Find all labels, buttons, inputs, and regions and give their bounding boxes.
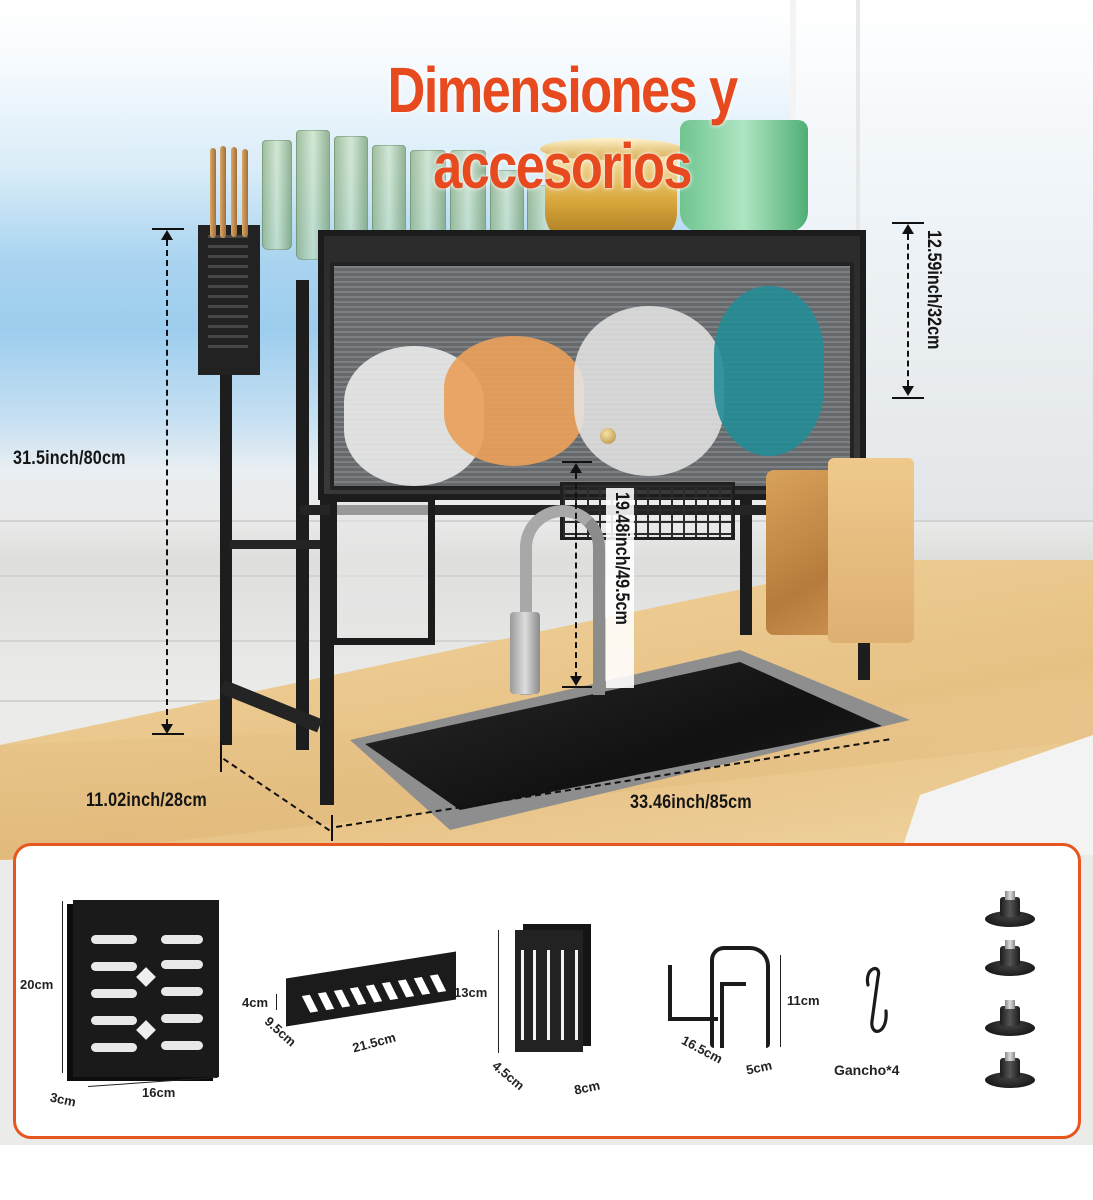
faucet-body [510,612,540,694]
dim-line-total-height [166,240,168,725]
arrow-up-icon [902,224,914,234]
green-pot [680,120,808,232]
dim-arrow [276,994,277,1010]
rack-leg-left-back [220,255,232,745]
dim-height-label: 20cm [20,977,54,992]
chopstick [242,149,248,237]
knife-holder [330,495,435,645]
wall-tile-line [0,575,1093,577]
dim-line-clearance-height [575,473,577,678]
rack-leg-left-front [296,280,309,750]
white-plates-back [574,306,724,476]
teal-plates [714,286,824,456]
dim-label-backdrop [606,488,634,688]
dim-height-label: 11cm [787,993,820,1008]
s-hook-label: Gancho*4 [834,1062,900,1078]
foot-pad-icon [985,1052,1035,1088]
arrow-down-icon [902,386,914,396]
orange-plates [444,336,584,466]
dim-cap [152,228,184,230]
product-scene: 31.5inch/80cm 12.59inch/32cm 19.48inch/4… [0,0,1093,1145]
dim-depth-label: 11.02inch/28cm [86,790,207,811]
dim-total-height-label: 31.5inch/80cm [13,448,126,469]
dim-cabinet-height-label: 12.59inch/32cm [923,230,944,350]
arrow-up-icon [570,463,582,473]
dim-line-cabinet-height [907,234,909,386]
dim-cap [331,815,333,841]
hook-frame-part [720,982,746,1048]
dim-width-label: 33.46inch/85cm [630,792,752,813]
cabinet-door-knob [600,428,616,444]
dim-cap [892,222,924,224]
gold-pot [545,148,677,243]
arrow-down-icon [570,676,582,686]
dim-cap [220,742,222,772]
board-holder-icon [73,900,219,1077]
dim-width-label: 16cm [142,1085,176,1100]
rack-side-bar [230,540,320,549]
cutting-board [828,458,914,643]
dim-cap [562,461,592,463]
dim-arrow [780,955,781,1047]
dim-height-label: 13cm [454,985,488,1000]
dim-cap [152,733,184,735]
foot-pad-icon [985,891,1035,927]
gold-pot-lid [540,138,682,160]
dim-arrow [498,930,499,1053]
page-title: Dimensiones y accesorios [387,54,738,202]
hook-frame-icon [710,946,770,1048]
glass-cup [262,140,292,250]
chopstick [210,148,216,238]
utensil-holder-icon [515,930,583,1052]
dim-cap [562,686,592,688]
foot-pad-icon [985,940,1035,976]
foot-pad-icon [985,1000,1035,1036]
arrow-down-icon [161,724,173,734]
dim-cap [892,397,924,399]
dim-clearance-height-label: 19.48inch/49.5cm [611,492,632,625]
utensil-caddy [198,225,260,375]
s-hook-icon [865,967,888,1033]
cabinet-door [330,262,854,490]
dim-height-label: 4cm [242,995,269,1010]
hook-frame-part [668,965,718,1021]
arrow-up-icon [161,230,173,240]
chopstick [220,146,226,238]
dim-arrow [62,901,63,1073]
chopstick [231,147,237,237]
